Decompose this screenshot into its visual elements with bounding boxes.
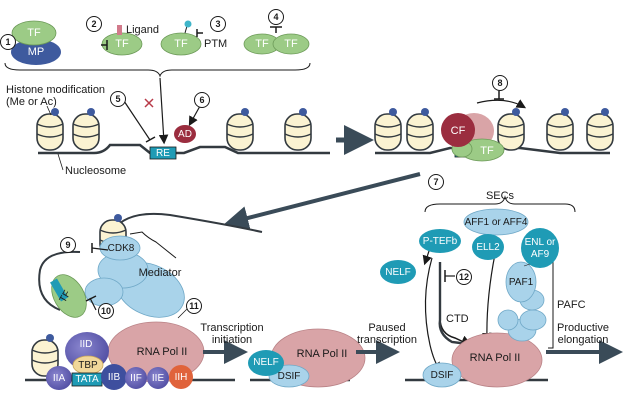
tf-label-4b: TF bbox=[284, 38, 298, 50]
top-brace bbox=[4, 62, 311, 78]
mediator-foot bbox=[84, 277, 124, 307]
tbp-label: TBP bbox=[78, 360, 98, 371]
activation-domain bbox=[174, 125, 196, 143]
step-number-4: 4 bbox=[268, 9, 284, 25]
step-number-12: 12 bbox=[456, 269, 472, 285]
histone-modification-label: Histone modification (Me or Ac) bbox=[6, 84, 106, 108]
iif-factor bbox=[125, 367, 147, 389]
enl-protein bbox=[521, 228, 559, 268]
transcription-initiation-label: Transcription initiation bbox=[200, 322, 264, 346]
cf-label: CF bbox=[450, 125, 466, 137]
ctd-label: CTD bbox=[446, 313, 469, 325]
iie-factor bbox=[147, 367, 169, 389]
nucleosomes-top-left bbox=[36, 108, 312, 151]
tf-label-4a: TF bbox=[255, 38, 269, 50]
step-number-7: 7 bbox=[428, 174, 444, 190]
tf-protein-1 bbox=[11, 20, 57, 46]
nucleosome-bottom-left bbox=[31, 334, 59, 377]
dna-loop bbox=[38, 212, 263, 311]
nelf-paused-label: NELF bbox=[253, 357, 279, 368]
nelf-released bbox=[380, 260, 416, 284]
ell2-protein bbox=[472, 234, 504, 260]
pafc-label: PAFC bbox=[557, 299, 586, 311]
dsif-elongation-label: DSIF bbox=[430, 370, 454, 381]
cdk8-label: CDK8 bbox=[107, 243, 135, 254]
nelf-paused bbox=[248, 350, 284, 376]
ptefb-protein bbox=[419, 229, 461, 253]
mp-label: MP bbox=[27, 46, 45, 58]
rnapol-initiation-label: RNA Pol II bbox=[136, 346, 188, 358]
ctd-tail bbox=[438, 262, 469, 346]
step-number-1: 1 bbox=[0, 34, 16, 50]
tf-label-3: TF bbox=[174, 38, 188, 50]
cdk8-subunit bbox=[99, 235, 141, 261]
tf-label-1: TF bbox=[27, 27, 41, 39]
rnapol-paused-label: RNA Pol II bbox=[296, 348, 348, 360]
step-number-6: 6 bbox=[194, 92, 210, 108]
mediator-label: Mediator bbox=[138, 267, 182, 279]
cf-cofactor bbox=[441, 113, 475, 147]
iid-label: IID bbox=[79, 339, 93, 350]
nucleosome-label: Nucleosome bbox=[65, 165, 127, 177]
step-number-9: 9 bbox=[60, 237, 76, 253]
re-label: RE bbox=[156, 148, 170, 159]
tf-dimer-right bbox=[272, 33, 310, 55]
step-number-10: 10 bbox=[98, 303, 114, 319]
response-element bbox=[149, 146, 177, 160]
rnapol-elongation-label: RNA Pol II bbox=[469, 352, 521, 364]
step-number-2: 2 bbox=[86, 16, 102, 32]
paf1-subunit bbox=[505, 261, 537, 303]
tf-label-2: TF bbox=[115, 38, 129, 50]
aff-protein bbox=[463, 208, 529, 236]
dna-top-left bbox=[38, 143, 330, 155]
rna-pol-ii-elongation bbox=[451, 332, 543, 388]
iih-factor bbox=[169, 365, 193, 389]
paused-transcription-label: Paused transcription bbox=[357, 322, 417, 346]
ad-label: AD bbox=[178, 129, 192, 140]
iih-label: IIH bbox=[174, 372, 188, 383]
secs-label: SECs bbox=[485, 190, 515, 202]
dsif-paused-label: DSIF bbox=[277, 371, 301, 382]
iia-label: IIA bbox=[52, 373, 66, 384]
dsif-elongation bbox=[422, 362, 462, 388]
step-number-5: 5 bbox=[110, 91, 126, 107]
ptefb-label: P-TEFb bbox=[422, 236, 458, 247]
ptm-dot bbox=[184, 20, 192, 28]
re-bottom-left bbox=[50, 278, 68, 302]
ligand-label: Ligand bbox=[126, 24, 160, 36]
mp-protein bbox=[11, 39, 61, 65]
pafc-stack-4 bbox=[497, 309, 519, 331]
iib-label: IIB bbox=[107, 372, 121, 383]
ell2-label: ELL2 bbox=[476, 242, 500, 253]
enl-label: ENL or AF9 bbox=[524, 237, 556, 260]
iib-factor bbox=[101, 364, 127, 390]
tf-label-right: TF bbox=[480, 145, 494, 157]
nelf-released-label: NELF bbox=[385, 267, 411, 278]
step-number-11: 11 bbox=[186, 298, 202, 314]
step-number-8: 8 bbox=[492, 75, 508, 91]
iif-label: IIF bbox=[130, 373, 142, 384]
pafc-stack-2 bbox=[519, 309, 547, 331]
aff-label: AFF1 or AFF4 bbox=[464, 217, 528, 228]
step-number-3: 3 bbox=[210, 16, 226, 32]
productive-elongation-label: Productive elongation bbox=[557, 322, 609, 346]
paf1-label: PAF1 bbox=[508, 277, 534, 288]
nucleosomes-top-right bbox=[374, 108, 614, 151]
ligand-shape bbox=[117, 25, 122, 35]
ptm-label: PTM bbox=[204, 38, 228, 50]
iie-label: IIE bbox=[151, 373, 165, 384]
tf-protein-3 bbox=[160, 32, 202, 56]
tata-label: TATA bbox=[75, 374, 99, 385]
iia-factor bbox=[46, 366, 72, 390]
